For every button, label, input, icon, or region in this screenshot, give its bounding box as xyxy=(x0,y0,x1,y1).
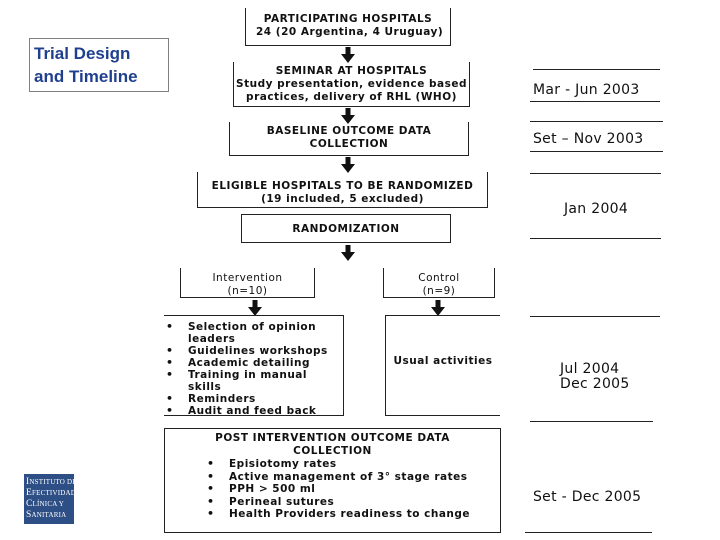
slide-title-line2: and Timeline xyxy=(34,67,138,86)
down-arrow-icon xyxy=(248,300,262,316)
down-arrow-icon xyxy=(431,300,445,316)
timeline-divider xyxy=(530,238,661,239)
list-item: Audit and feed back xyxy=(166,405,343,417)
intervention-count: (n=10) xyxy=(227,285,268,297)
control-branch: Control (n=9) xyxy=(383,268,495,298)
timeline-divider xyxy=(530,151,663,152)
baseline-line2: COLLECTION xyxy=(309,138,389,150)
seminar-line2: Study presentation, evidence based xyxy=(236,78,467,90)
list-item: Episiotomy rates xyxy=(207,458,500,471)
post-line2: COLLECTION xyxy=(293,445,372,457)
eligible-box: ELIGIBLE HOSPITALS TO BE RANDOMIZED (19 … xyxy=(197,172,488,208)
timeline-divider xyxy=(525,532,652,533)
date-jul-2004: Jul 2004 xyxy=(560,361,620,377)
date-dec-2005: Dec 2005 xyxy=(560,376,630,392)
logo-line: SANITARIA xyxy=(26,510,67,520)
intervention-activities-list: Selection of opinion leaders Guidelines … xyxy=(166,321,343,417)
logo-line: EFECTIVIDAD xyxy=(26,488,77,498)
usual-activities-label: Usual activities xyxy=(393,355,493,367)
list-item: Reminders xyxy=(166,393,343,405)
participating-count: 24 (20 Argentina, 4 Uruguay) xyxy=(256,26,444,38)
post-outcomes-list: Episiotomy rates Active management of 3°… xyxy=(165,458,500,521)
eligible-title: ELIGIBLE HOSPITALS TO BE RANDOMIZED xyxy=(211,180,474,192)
intervention-activities-box: Selection of opinion leaders Guidelines … xyxy=(164,315,344,417)
timeline-divider xyxy=(530,421,653,422)
list-item: Active management of 3° stage rates xyxy=(207,471,500,484)
eligible-counts: (19 included, 5 excluded) xyxy=(261,193,424,205)
timeline-divider xyxy=(533,69,660,70)
list-item: Academic detailing xyxy=(166,357,343,369)
timeline-divider xyxy=(530,101,660,102)
control-label: Control xyxy=(418,272,460,284)
baseline-title: BASELINE OUTCOME DATA xyxy=(266,125,432,137)
seminar-title: SEMINAR AT HOSPITALS xyxy=(275,65,428,77)
logo-line: INSTITUTO DE xyxy=(26,477,77,487)
slide-title-line1: Trial Design xyxy=(34,44,131,63)
timeline-divider xyxy=(530,316,660,317)
randomization-box: RANDOMIZATION xyxy=(241,214,451,243)
list-item: Health Providers readiness to change xyxy=(207,508,500,521)
date-set-dec-2005: Set - Dec 2005 xyxy=(533,489,642,505)
list-item: Training in manual skills xyxy=(166,369,343,393)
control-count: (n=9) xyxy=(422,285,456,297)
list-item: Perineal sutures xyxy=(207,496,500,509)
timeline-divider xyxy=(530,121,663,122)
down-arrow-icon xyxy=(341,245,355,261)
post-title: POST INTERVENTION OUTCOME DATA xyxy=(215,432,450,444)
list-item: Guidelines workshops xyxy=(166,345,343,357)
intervention-label: Intervention xyxy=(212,272,283,284)
institute-logo: INSTITUTO DE EFECTIVIDAD CLÍNICA Y SANIT… xyxy=(24,474,77,524)
seminar-box: SEMINAR AT HOSPITALS Study presentation,… xyxy=(233,62,470,107)
usual-activities-box: Usual activities xyxy=(385,315,500,416)
slide-title: Trial Design and Timeline xyxy=(29,38,169,92)
date-mar-jun-2003: Mar - Jun 2003 xyxy=(533,82,640,98)
participating-title: PARTICIPATING HOSPITALS xyxy=(263,13,433,25)
list-item: Selection of opinion xyxy=(166,321,343,333)
timeline-divider xyxy=(530,173,661,174)
down-arrow-icon xyxy=(341,47,355,63)
randomization-label: RANDOMIZATION xyxy=(292,223,400,235)
participating-hospitals-box: PARTICIPATING HOSPITALS 24 (20 Argentina… xyxy=(245,8,451,46)
baseline-box: BASELINE OUTCOME DATA COLLECTION xyxy=(229,122,469,156)
list-item: PPH > 500 ml xyxy=(207,483,500,496)
seminar-line3: practices, delivery of RHL (WHO) xyxy=(246,91,457,103)
date-set-nov-2003: Set – Nov 2003 xyxy=(533,131,644,147)
down-arrow-icon xyxy=(341,157,355,173)
list-item: leaders xyxy=(188,333,236,345)
date-jan-2004: Jan 2004 xyxy=(564,201,629,217)
post-intervention-box: POST INTERVENTION OUTCOME DATA COLLECTIO… xyxy=(164,428,501,533)
intervention-branch: Intervention (n=10) xyxy=(180,268,315,298)
down-arrow-icon xyxy=(341,108,355,124)
logo-line: CLÍNICA Y xyxy=(26,499,65,509)
